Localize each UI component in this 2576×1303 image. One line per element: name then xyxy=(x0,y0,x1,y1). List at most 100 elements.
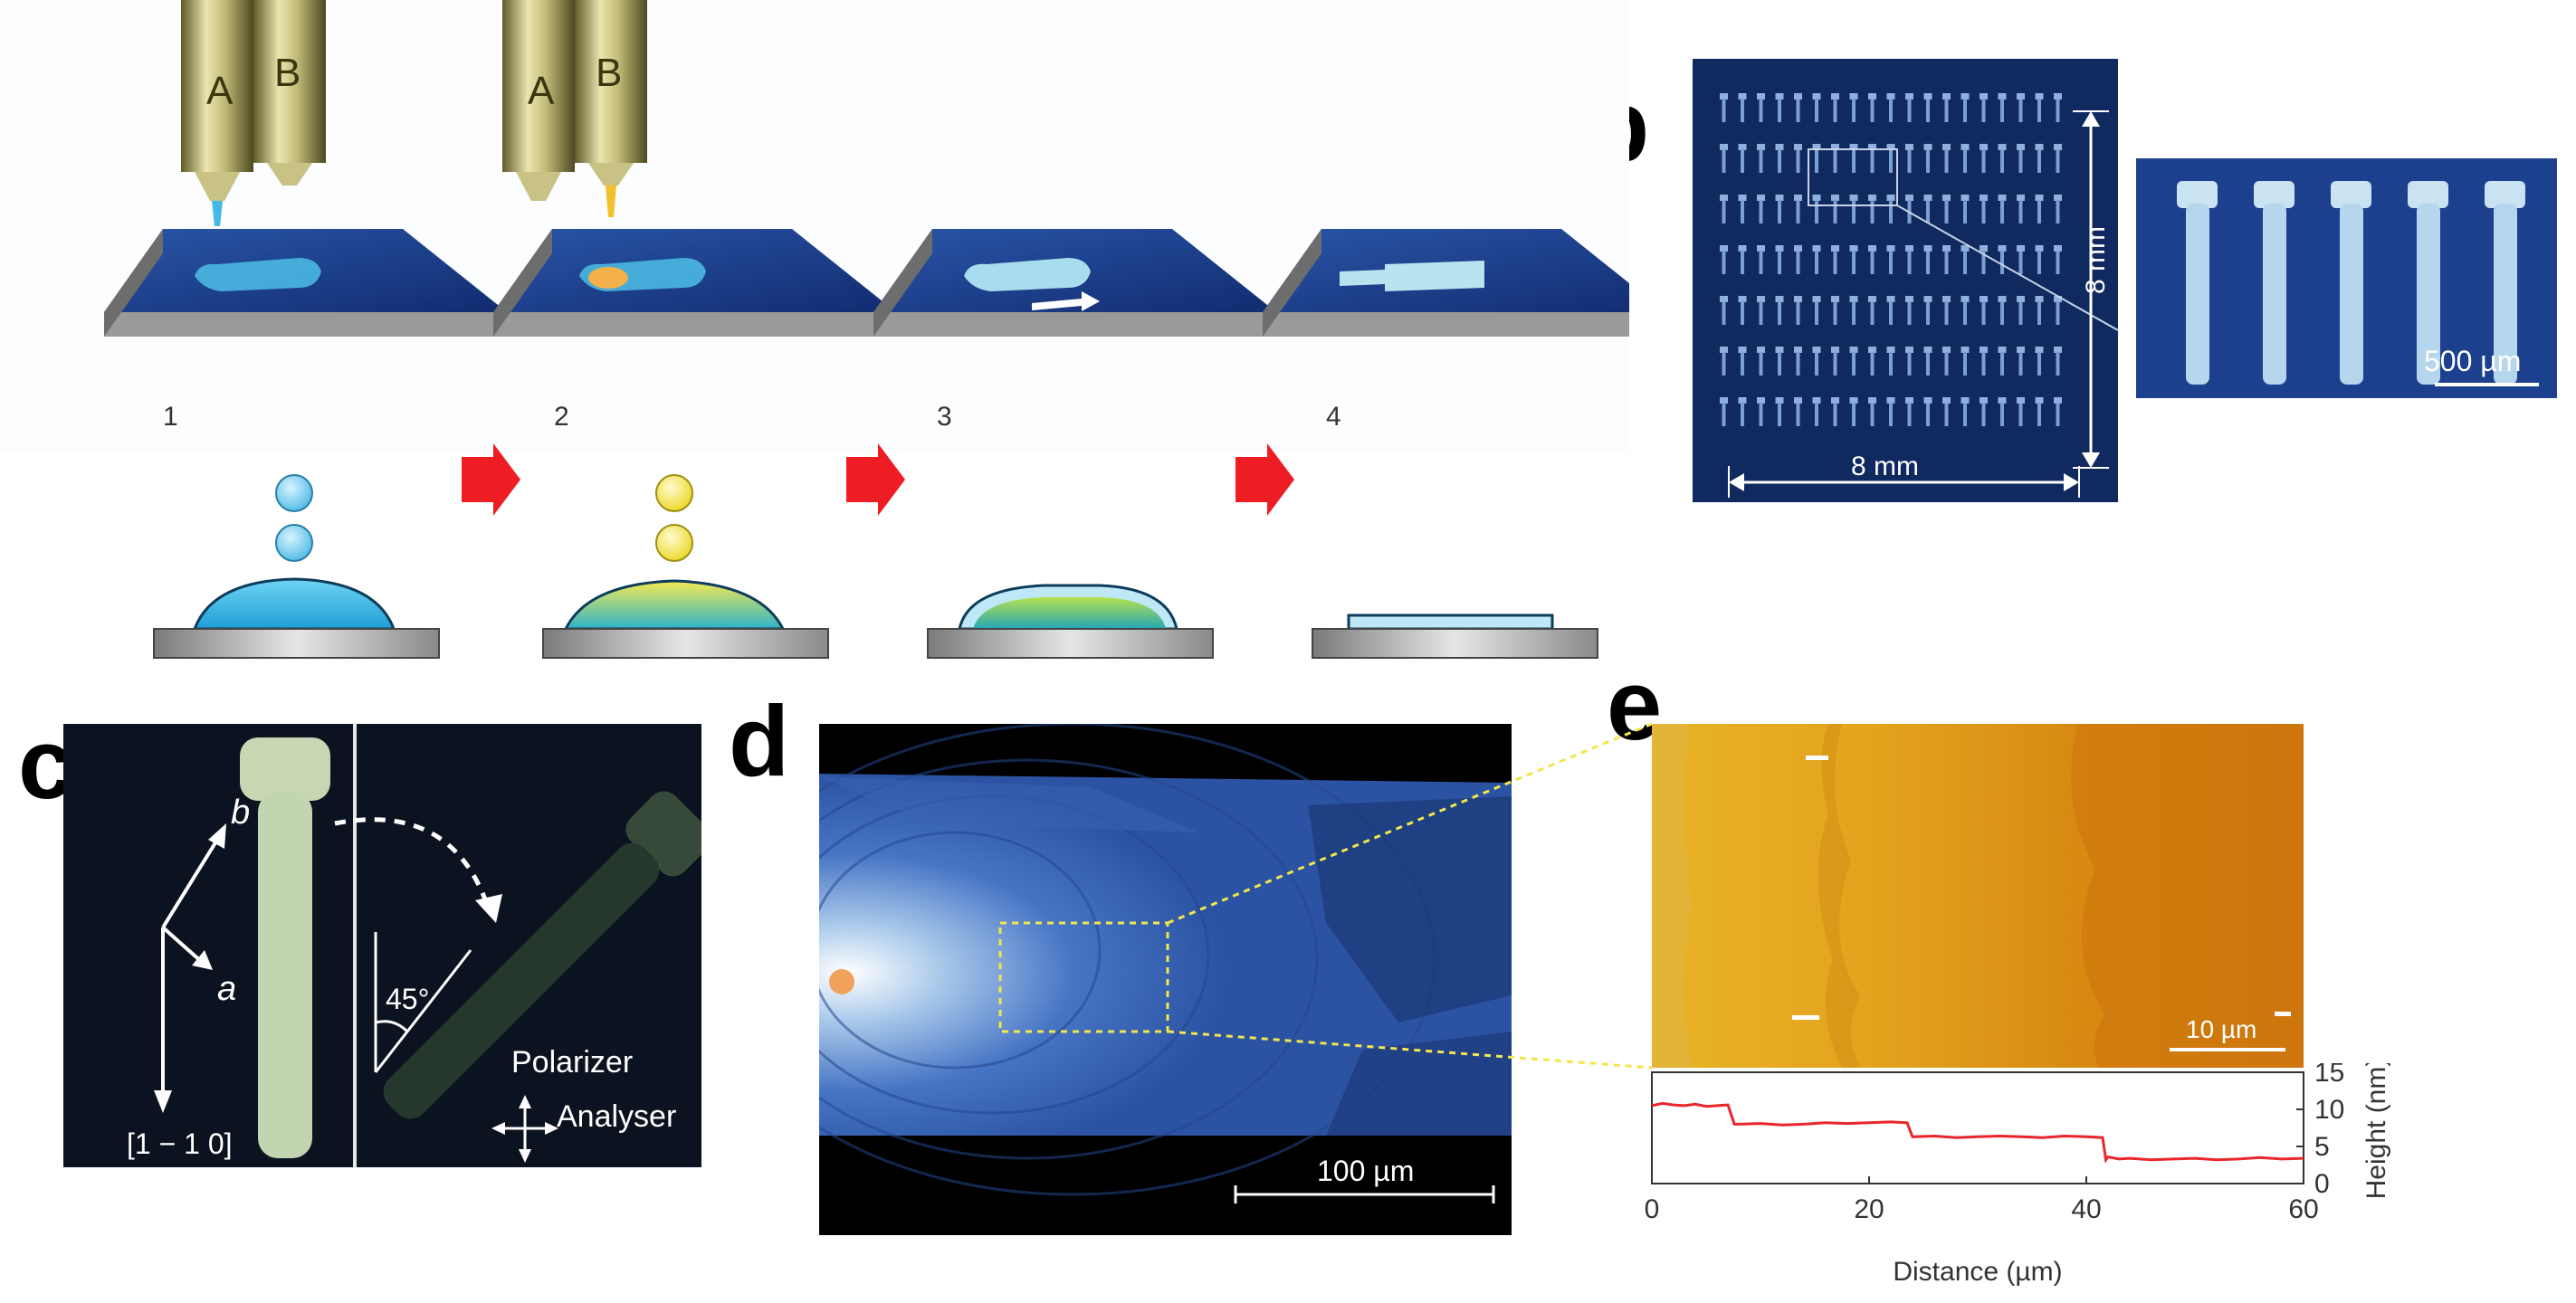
array-cell-head xyxy=(1738,195,1747,201)
e-scale-label: 10 µm xyxy=(2186,1015,2256,1043)
array-cell-body xyxy=(1759,251,1763,274)
array-cell-head xyxy=(2054,93,2062,100)
array-cell-body xyxy=(1796,149,1800,173)
array-cell-head xyxy=(1738,397,1747,404)
array-cell-head xyxy=(1980,245,1988,252)
array-cell-head xyxy=(1812,347,1821,353)
array-cell-head xyxy=(1868,93,1876,100)
array-cell-head xyxy=(1886,245,1895,252)
array-cell-body xyxy=(1815,301,1818,325)
array-cell-head xyxy=(1868,144,1876,150)
array-cell-head xyxy=(1905,245,1913,252)
scale-horizontal-label: 8 mm xyxy=(1851,452,1919,481)
panel-c-polarized-images: b a [1 − 1 0] 45° Polarizer Analyser xyxy=(63,724,701,1167)
cross-section-4 xyxy=(1312,613,1598,659)
array-cell-head xyxy=(1886,93,1895,100)
array-cell-head xyxy=(1794,296,1802,302)
array-cell-head xyxy=(1812,245,1821,252)
array-cell-body xyxy=(2037,200,2041,224)
array-cell-body xyxy=(1759,149,1763,173)
x-tick-label: 60 xyxy=(2288,1194,2318,1224)
array-cell-body xyxy=(1889,352,1893,376)
panel-e-afm-image: 10 µm xyxy=(1652,724,2304,1068)
array-cell-head xyxy=(1905,195,1913,201)
array-cell-head xyxy=(1720,245,1728,252)
array-cell-body xyxy=(1815,200,1818,224)
array-cell-body xyxy=(1741,352,1744,376)
array-cell-body xyxy=(1889,251,1893,274)
array-cell-body xyxy=(1926,99,1930,122)
array-cell-body xyxy=(2018,200,2023,224)
array-cell-body xyxy=(1870,200,1875,224)
array-cell-head xyxy=(1794,195,1802,201)
array-cell-body xyxy=(1981,301,1986,325)
array-cell-body xyxy=(2056,301,2060,325)
afm-region-box xyxy=(998,921,1169,1033)
array-cell-body xyxy=(2000,251,2004,274)
array-cell-head xyxy=(1905,93,1913,100)
array-cell-body xyxy=(2000,99,2004,122)
array-cell-body xyxy=(1889,99,1893,122)
array-cell-body xyxy=(2018,301,2023,325)
array-cell-body xyxy=(2018,251,2023,274)
height-profile-line xyxy=(1651,1101,2304,1164)
cross-section-2 xyxy=(542,474,829,659)
array-cell-body xyxy=(1778,403,1781,426)
array-cell-body xyxy=(1926,352,1930,376)
analyser-label: Analyser xyxy=(557,1099,676,1134)
array-cell-body xyxy=(1981,403,1986,426)
array-cell-body xyxy=(1889,301,1893,325)
array-cell-body xyxy=(1926,251,1930,274)
array-cell-body xyxy=(1833,200,1837,224)
array-cell-body xyxy=(1907,251,1912,274)
array-cell-body xyxy=(1778,149,1781,173)
array-cell-body xyxy=(1963,403,1967,426)
array-cell-body xyxy=(1926,403,1930,426)
array-cell-head xyxy=(1923,347,1932,353)
array-cell-head xyxy=(2035,195,2044,201)
array-cell-head xyxy=(1868,245,1876,252)
array-cell-body xyxy=(1963,352,1967,376)
array-cell-body xyxy=(2018,99,2023,122)
array-cell-body xyxy=(1870,251,1875,274)
y-tick-label: 0 xyxy=(2314,1169,2330,1199)
array-cell-body xyxy=(1981,200,1986,224)
array-cell-head xyxy=(1757,195,1765,201)
array-cell-head xyxy=(1980,296,1988,302)
plate-3 xyxy=(873,229,1276,337)
array-cell-head xyxy=(1961,93,1970,100)
array-cell-body xyxy=(2056,352,2060,376)
array-cell-head xyxy=(1757,93,1765,100)
x-tick-label: 40 xyxy=(2071,1194,2101,1224)
array-cell-body xyxy=(1741,200,1744,224)
zoom-box xyxy=(1808,148,1898,206)
array-cell-head xyxy=(1923,93,1932,100)
array-cell-head xyxy=(1831,347,1839,353)
y-tick-label: 10 xyxy=(2314,1095,2344,1125)
array-cell-head xyxy=(2017,195,2025,201)
array-cell-body xyxy=(2056,149,2060,173)
panel-b-inset: 500 µm xyxy=(2136,158,2557,398)
array-cell-head xyxy=(1998,195,2007,201)
inset-scale-label: 500 µm xyxy=(2424,345,2521,377)
array-cell-head xyxy=(2017,245,2025,252)
array-cell-body xyxy=(2037,149,2041,173)
panel-label-d: d xyxy=(729,686,790,797)
array-cell-body xyxy=(1981,251,1986,274)
crystal-rotated xyxy=(383,791,701,1119)
array-cell-head xyxy=(1775,397,1784,404)
array-cell-head xyxy=(1738,296,1747,302)
array-cell-body xyxy=(1778,352,1781,376)
array-cell-head xyxy=(1794,397,1802,404)
array-cell-body xyxy=(1944,352,1949,376)
array-cell-body xyxy=(1722,200,1726,224)
array-cell-head xyxy=(1923,245,1932,252)
inset-crystal-1 xyxy=(2177,181,2218,385)
cross-section-3 xyxy=(927,584,1214,659)
array-cell-head xyxy=(1757,296,1765,302)
array-cell-body xyxy=(1981,352,1986,376)
step-number-2: 2 xyxy=(554,402,569,432)
array-cell-head xyxy=(1757,397,1765,404)
nozzle-pair-1 xyxy=(181,0,326,272)
array-cell-head xyxy=(1961,296,1970,302)
